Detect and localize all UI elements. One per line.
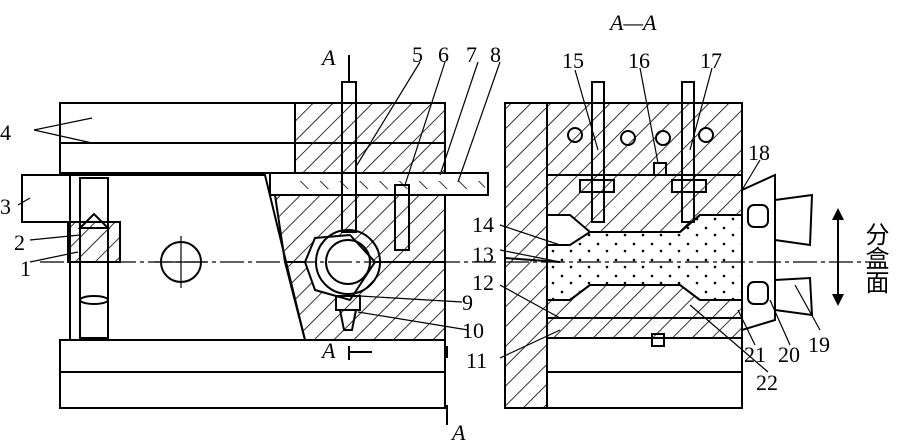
part-label-21: 21 [744,342,766,367]
section-mark-bottom: A [320,338,336,363]
parting-plane-label: 分盒面 [861,222,889,294]
section-view [504,81,880,409]
part-label-16: 16 [628,48,650,73]
base-section [546,371,743,409]
part-label-2: 2 [14,230,25,255]
base-plate-upper [59,339,446,373]
section-mark-corner: A [450,420,466,443]
clamp-jaw-20 [774,276,814,317]
top-plate-hatch [294,102,446,174]
pin-17 [681,81,695,223]
hatched-die-block [273,194,446,263]
labels: A—A A A A 1 2 3 4 5 6 7 8 9 10 11 12 13 … [0,10,889,443]
part-label-11: 11 [466,348,487,373]
sensor-16 [653,162,667,176]
part-label-9: 9 [462,290,473,315]
left-view [21,55,500,425]
part-label-22: 22 [756,370,778,395]
part-label-6: 6 [438,42,449,67]
bottom-plate-11 [546,317,743,339]
leader-lines [17,61,821,373]
part-label-20: 20 [778,342,800,367]
part-label-14: 14 [472,212,494,237]
sensor-22 [651,333,665,347]
side-clamp-18 [741,173,776,332]
hatched-die-block-lower [283,261,446,341]
part-label-12: 12 [472,270,494,295]
part-label-1: 1 [20,256,31,281]
section-title: A—A [608,10,657,35]
pin-15 [591,81,605,223]
ejector-plate [269,172,489,196]
ejector-pin-6 [394,184,410,251]
nozzle-10 [338,309,358,331]
part-label-19: 19 [808,332,830,357]
part-label-17: 17 [700,48,722,73]
part-label-10: 10 [462,318,484,343]
part-label-4: 4 [0,120,11,145]
part-label-18: 18 [748,140,770,165]
part-label-7: 7 [466,42,477,67]
base-plate-bottom [59,371,446,409]
core-ring-outer [315,229,381,295]
core-ring-inner [325,239,371,285]
part-label-13: 13 [472,242,494,267]
part-label-5: 5 [412,42,423,67]
clamp-jaw-19 [774,193,814,247]
part-label-8: 8 [490,42,501,67]
guide-pin-head [79,295,109,305]
section-mark-top: A [320,45,336,70]
part-label-3: 3 [0,194,11,219]
guide-pin [79,177,109,339]
guide-pin-tip [77,212,111,229]
part-label-15: 15 [562,48,584,73]
